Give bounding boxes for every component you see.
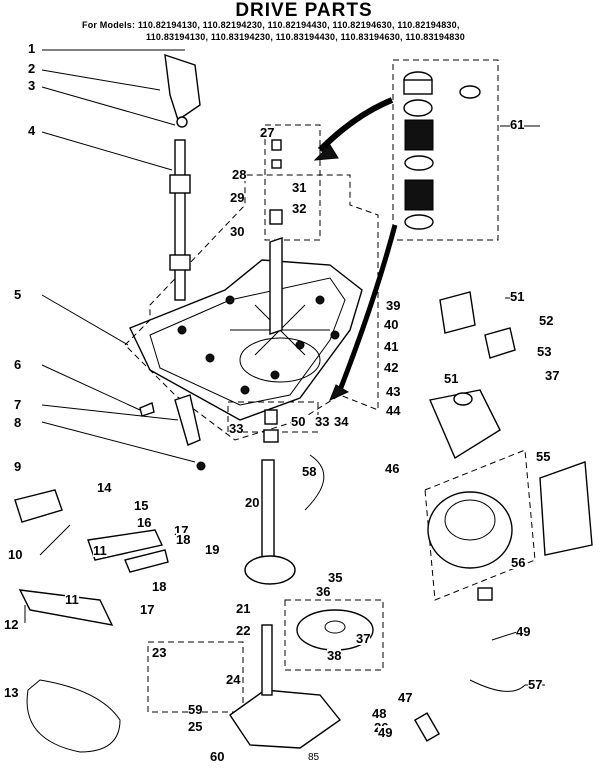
callout-46: 46 [385,461,400,476]
left-linkage [139,53,206,471]
callout-31: 31 [292,180,307,195]
center-post [269,237,283,335]
callout-15: 15 [134,498,149,513]
models-line-2: 110.83194130, 110.83194230, 110.83194430… [146,32,465,42]
page-title: DRIVE PARTS [235,0,373,21]
models-line-1: For Models: 110.82194130, 110.82194230, … [82,20,460,30]
callout-2: 2 [28,61,36,76]
callout-20: 20 [245,495,260,510]
callout-49: 49 [378,725,393,740]
kit-61-box [392,59,499,241]
callout-32: 32 [292,201,307,216]
callout-51: 51 [510,289,525,304]
pulley-box [284,599,384,671]
callout-47: 47 [398,690,413,705]
callout-38: 38 [327,648,342,663]
callout-34: 34 [334,414,349,429]
base-plate-illustration [129,259,363,421]
callout-51: 51 [444,371,459,386]
callout-27: 27 [260,125,275,140]
motor-box [424,449,536,601]
arrow-kit-to-bearing [337,224,398,391]
callout-19: 19 [205,542,220,557]
callout-22: 22 [236,623,251,638]
callout-37: 37 [356,631,371,646]
page-code: 85 [308,752,320,763]
callout-39: 39 [386,298,401,313]
callout-11: 11 [65,592,79,607]
callout-50: 50 [291,414,306,429]
motor-illustration [304,291,593,742]
callout-12: 12 [4,617,19,632]
callout-18: 18 [176,532,191,547]
callout-4: 4 [28,123,36,138]
base-assembly-outline [124,174,379,441]
callout-52: 52 [539,313,554,328]
callout-5: 5 [14,287,22,302]
callout-6: 6 [14,357,22,372]
callout-33: 33 [229,421,244,436]
callout-35: 35 [328,570,343,585]
callout-42: 42 [384,360,399,375]
callout-3: 3 [28,78,36,93]
callout-55: 55 [536,449,551,464]
callout-53: 53 [537,344,552,359]
callout-37: 37 [545,368,560,383]
callout-48: 48 [372,706,387,721]
callout-14: 14 [97,480,112,495]
callout-29: 29 [230,190,245,205]
callout-labels [24,49,545,686]
arrow-kit-to-post [317,97,394,153]
callout-44: 44 [386,403,401,418]
callout-60: 60 [210,749,225,764]
gearbox-illustration [229,459,374,749]
callout-21: 21 [236,601,251,616]
callout-58: 58 [302,464,317,479]
callout-61: 61 [510,117,525,132]
center-post-box [264,124,321,241]
callout-18: 18 [152,579,167,594]
callout-24: 24 [226,672,241,687]
callout-56: 56 [511,555,526,570]
callout-23: 23 [152,645,167,660]
callout-30: 30 [230,224,245,239]
callout-9: 9 [14,459,22,474]
callout-49: 49 [516,624,531,639]
seal-kit-61 [403,71,481,230]
callout-36: 36 [316,584,331,599]
callout-13: 13 [4,685,19,700]
callout-10: 10 [8,547,23,562]
callout-41: 41 [384,339,399,354]
callout-33: 33 [315,414,330,429]
callout-25: 25 [188,719,203,734]
callout-59: 59 [188,702,203,717]
callout-40: 40 [384,317,399,332]
callout-43: 43 [386,384,401,399]
callout-7: 7 [14,397,22,412]
callout-17: 17 [140,602,155,617]
callout-8: 8 [14,415,22,430]
callout-11: 11 [93,543,107,558]
callout-16: 16 [137,515,152,530]
callout-28: 28 [232,167,247,182]
callout-1: 1 [28,41,36,56]
drive-belt [26,679,121,753]
callout-57: 57 [528,677,543,692]
